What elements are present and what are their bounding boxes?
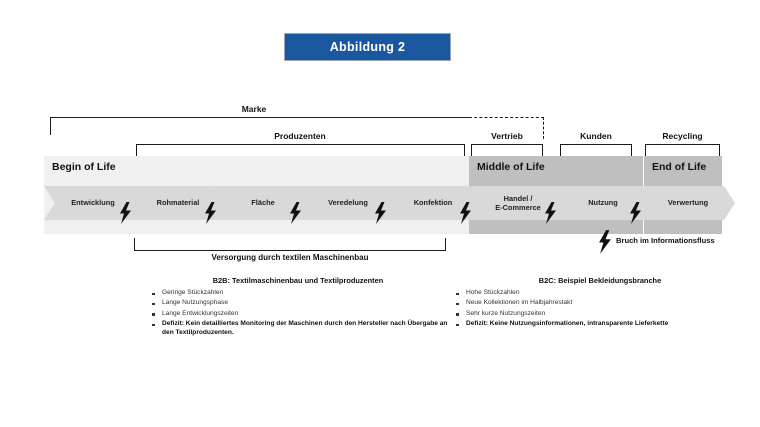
bracket-right-tick — [445, 238, 446, 251]
bracket-left-tick — [50, 117, 51, 135]
list-item: Lange Entwicklungszeiten — [148, 310, 448, 319]
list-item: Hohe Stückzahlen — [452, 289, 748, 298]
lightning-bolt-icon — [629, 202, 642, 224]
list-item-deficit: Defizit: Keine Nutzungsinformationen, in… — [452, 320, 748, 329]
stage-chevron-verwertung[interactable]: Verwertung — [639, 186, 735, 220]
lightning-bolt-icon-info-break — [598, 230, 612, 254]
stage-label: Fläche — [251, 198, 275, 208]
bracket-bar — [134, 250, 446, 251]
figure-title-badge: Abbildung 2 — [284, 33, 451, 61]
list-item: Geringe Stückzahlen — [148, 289, 448, 298]
break-in-information-flow-label: Bruch im Informationsfluss — [616, 236, 715, 245]
bracket-left-tick — [560, 144, 561, 158]
stage-label: Nutzung — [588, 198, 618, 208]
bracket-right-tick — [719, 144, 720, 158]
lightning-bolt-icon — [374, 202, 387, 224]
lightning-bolt-icon — [544, 202, 557, 224]
stage-label: Rohmaterial — [156, 198, 200, 208]
lightning-bolt-icon — [204, 202, 217, 224]
list-item: Neue Kollektionen im Halbjahrestakt — [452, 299, 748, 308]
bracket-bar — [560, 144, 632, 145]
bracket-bar — [645, 144, 720, 145]
bracket-left-tick — [136, 144, 137, 158]
bracket-bar — [471, 144, 543, 145]
bracket-label-versorgung: Versorgung durch textilen Maschinenbau — [211, 253, 369, 262]
figure-title-text: Abbildung 2 — [329, 40, 406, 54]
stage-label: Veredelung — [328, 198, 368, 208]
bracket-versorgung — [134, 238, 446, 251]
column-b2c: B2C: Beispiel Bekleidungsbranche Hohe St… — [452, 276, 748, 331]
bracket-right-tick — [542, 144, 543, 158]
bullet-list-b2c: Hohe Stückzahlen Neue Kollektionen im Ha… — [452, 289, 748, 329]
lightning-bolt-icon — [119, 202, 132, 224]
band-title-middle-of-life: Middle of Life — [477, 161, 545, 173]
bracket-right-tick-dashed — [543, 117, 544, 139]
bracket-vertrieb — [471, 144, 543, 158]
bullet-list-b2b: Geringe Stückzahlen Lange Nutzungsphase … — [148, 289, 448, 338]
list-item: Lange Nutzungsphase — [148, 299, 448, 308]
bracket-kunden — [560, 144, 632, 158]
bracket-left-tick — [471, 144, 472, 158]
bracket-label-vertrieb: Vertrieb — [491, 131, 523, 141]
bracket-label-marke: Marke — [241, 104, 267, 114]
bracket-bar-dashed — [469, 117, 544, 118]
bracket-bar — [136, 144, 465, 145]
bracket-label-produzenten: Produzenten — [274, 131, 326, 141]
stage-label: Entwicklung — [71, 198, 115, 208]
list-item: Sehr kurze Nutzungszeiten — [452, 310, 748, 319]
stage-chevron-handel-ecommerce[interactable]: Handel / E-Commerce — [469, 186, 565, 220]
stage-label: Handel / E-Commerce — [495, 193, 541, 212]
column-header-b2b: B2B: Textilmaschinenbau und Textilproduz… — [212, 276, 384, 285]
bracket-produzenten — [136, 144, 465, 158]
bracket-left-tick — [134, 238, 135, 251]
bracket-right-tick — [464, 144, 465, 158]
bracket-marke — [50, 117, 470, 135]
column-b2b: B2B: Textilmaschinenbau und Textilproduz… — [148, 276, 448, 339]
bracket-left-tick — [645, 144, 646, 158]
bracket-marke-dashed-tail — [469, 117, 544, 139]
bracket-label-recycling: Recycling — [662, 131, 703, 141]
bracket-bar — [50, 117, 470, 118]
stage-label: Konfektion — [413, 198, 453, 208]
lightning-bolt-icon — [459, 202, 472, 224]
column-header-b2c: B2C: Beispiel Bekleidungsbranche — [538, 276, 662, 285]
lightning-bolt-icon — [289, 202, 302, 224]
stage-label: Verwertung — [667, 198, 709, 208]
list-item-deficit: Defizit: Kein detailliertes Monitoring d… — [148, 320, 448, 338]
band-title-begin-of-life: Begin of Life — [52, 161, 116, 173]
bracket-label-kunden: Kunden — [580, 131, 612, 141]
band-title-end-of-life: End of Life — [652, 161, 707, 173]
bracket-right-tick — [631, 144, 632, 158]
bracket-recycling — [645, 144, 720, 158]
